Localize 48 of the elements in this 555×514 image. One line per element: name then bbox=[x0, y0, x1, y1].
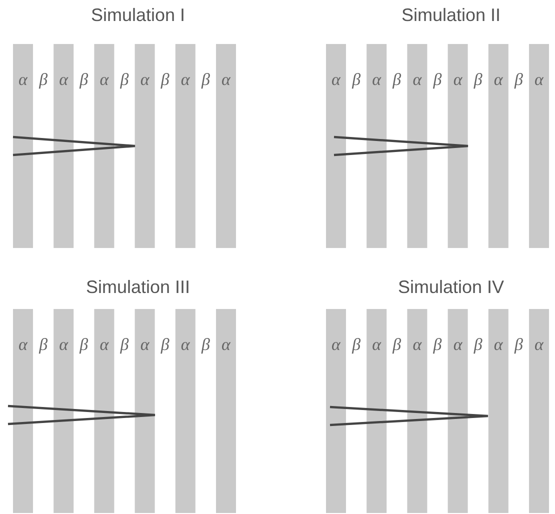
phase-label: α bbox=[372, 336, 382, 354]
phase-label: α bbox=[100, 71, 109, 89]
phase-label: β bbox=[392, 71, 402, 89]
phase-label: α bbox=[453, 336, 462, 354]
phase-label: β bbox=[80, 71, 88, 89]
phase-label: β bbox=[39, 336, 48, 354]
phase-label: β bbox=[39, 71, 48, 89]
phase-label: α bbox=[412, 71, 422, 89]
phase-label: α bbox=[59, 336, 68, 354]
panel-title: Simulation I bbox=[90, 5, 186, 25]
phase-label: β bbox=[433, 336, 442, 354]
phase-label: α bbox=[180, 336, 190, 354]
phase-label: α bbox=[412, 336, 422, 354]
phase-label: β bbox=[120, 71, 129, 89]
phase-label: α bbox=[140, 71, 150, 89]
phase-label: α bbox=[18, 71, 28, 89]
phase-label: β bbox=[514, 336, 523, 354]
phase-label: β bbox=[80, 336, 88, 354]
phase-label: α bbox=[100, 336, 109, 354]
phase-label: α bbox=[140, 336, 150, 354]
panel-title: Simulation II bbox=[401, 5, 501, 25]
phase-label: β bbox=[160, 336, 170, 354]
phase-label: β bbox=[120, 336, 129, 354]
phase-label: α bbox=[222, 336, 230, 354]
phase-label: α bbox=[534, 336, 544, 354]
phase-label: α bbox=[332, 71, 340, 89]
phase-label: β bbox=[474, 71, 482, 89]
phase-label: α bbox=[494, 336, 503, 354]
phase-label: β bbox=[433, 71, 442, 89]
phase-label: α bbox=[453, 71, 462, 89]
phase-label: β bbox=[392, 336, 402, 354]
phase-label: β bbox=[352, 71, 361, 89]
phase-label: α bbox=[180, 71, 190, 89]
phase-label: α bbox=[222, 71, 230, 89]
panel-title: Simulation IV bbox=[398, 277, 504, 297]
phase-label: α bbox=[372, 71, 382, 89]
phase-label: α bbox=[332, 336, 340, 354]
phase-label: β bbox=[201, 71, 210, 89]
phase-label: β bbox=[474, 336, 482, 354]
panel-title: Simulation III bbox=[86, 277, 190, 297]
phase-label: α bbox=[59, 71, 68, 89]
phase-label: α bbox=[18, 336, 28, 354]
phase-label: β bbox=[352, 336, 361, 354]
phase-label: α bbox=[534, 71, 544, 89]
phase-label: β bbox=[201, 336, 210, 354]
phase-label: β bbox=[160, 71, 170, 89]
phase-label: α bbox=[494, 71, 503, 89]
phase-label: β bbox=[514, 71, 523, 89]
